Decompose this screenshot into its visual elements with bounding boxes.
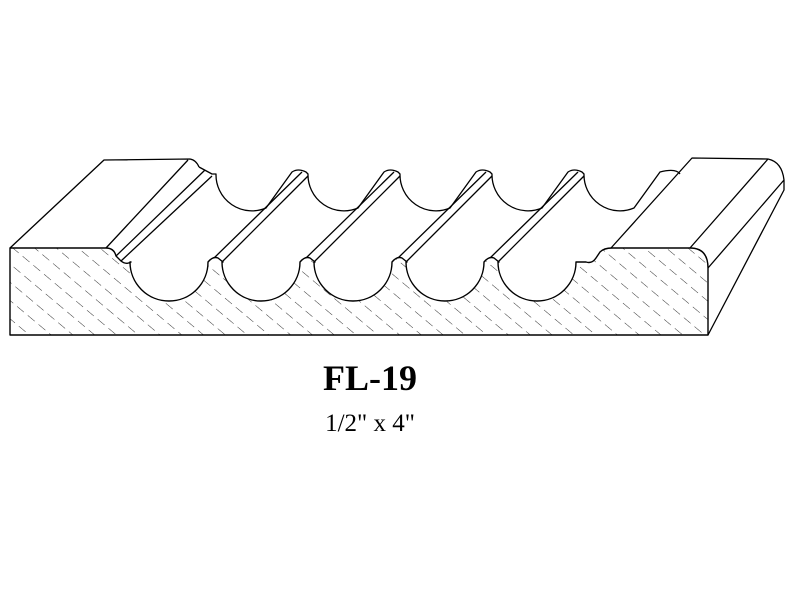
section-outline	[9, 247, 709, 336]
flute-back-profile	[198, 166, 681, 212]
cross-section	[9, 247, 709, 336]
top-surface	[9, 157, 785, 336]
ridge-line	[489, 171, 579, 259]
dimension-label: 1/2" x 4"	[325, 410, 415, 437]
ridge-line	[397, 171, 487, 259]
ridge-line	[313, 175, 401, 263]
left-edge-top	[9, 158, 200, 249]
ridge-line	[115, 169, 206, 257]
ridge-line	[405, 175, 493, 263]
ridge-line	[305, 171, 395, 259]
section-hatching	[10, 248, 708, 335]
ridge-line	[213, 171, 303, 259]
ridge-lines	[115, 169, 585, 263]
ridge-line	[497, 175, 585, 263]
part-number-label: FL-19	[323, 358, 417, 398]
ridge-line	[120, 175, 213, 262]
ridge-line	[221, 175, 309, 263]
